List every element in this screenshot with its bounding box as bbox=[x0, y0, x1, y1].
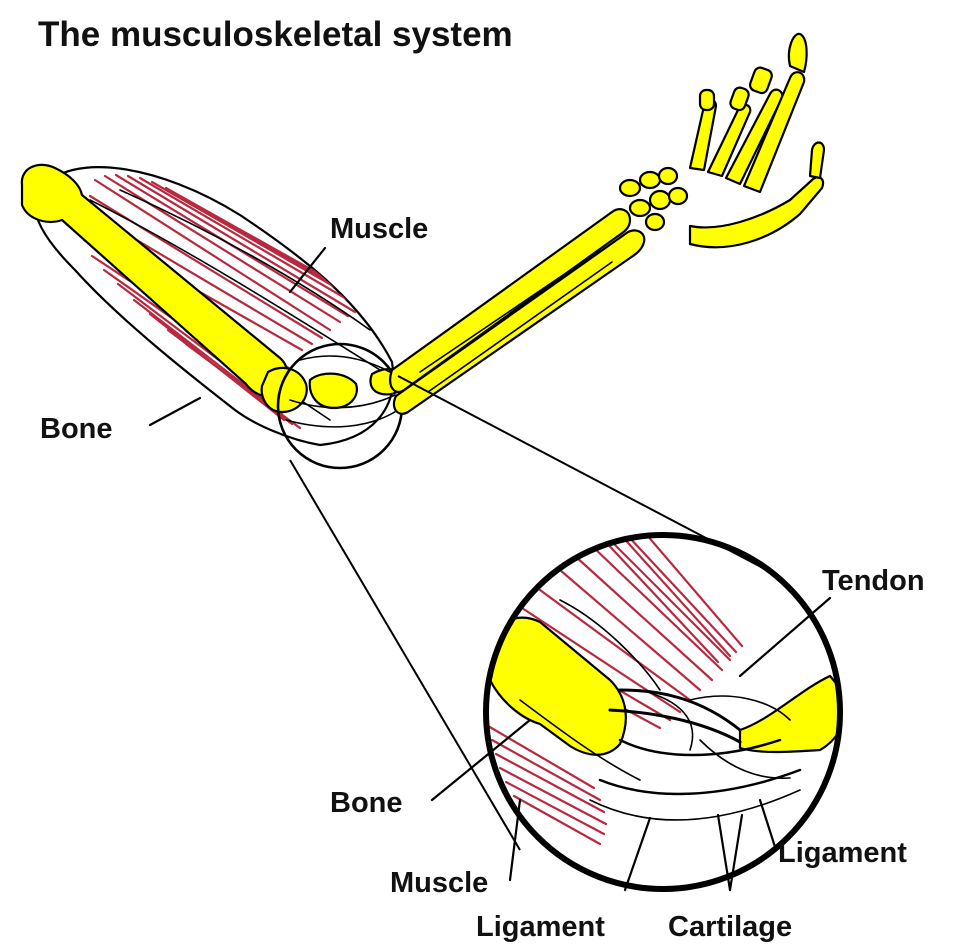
joint-detail-view bbox=[486, 534, 850, 889]
ulna-bone bbox=[394, 230, 644, 413]
leader-ligament-bottom bbox=[625, 818, 650, 890]
detail-bone-right bbox=[740, 676, 850, 752]
leader-ligament-right bbox=[760, 800, 776, 850]
leader-tendon bbox=[740, 598, 830, 676]
label-arm-bone: Bone bbox=[40, 413, 113, 445]
label-arm-muscle: Muscle bbox=[330, 213, 428, 245]
label-detail-muscle: Muscle bbox=[390, 867, 488, 899]
diagram-title: The musculoskeletal system bbox=[38, 15, 513, 54]
leader-cartilage-b bbox=[730, 815, 742, 890]
label-detail-bone: Bone bbox=[330, 787, 403, 819]
zoom-connector-lines bbox=[290, 376, 780, 850]
label-cartilage: Cartilage bbox=[668, 911, 792, 943]
label-tendon: Tendon bbox=[822, 565, 925, 597]
label-ligament-right: Ligament bbox=[778, 837, 907, 869]
finger-bones bbox=[690, 34, 824, 247]
label-ligament-bottom: Ligament bbox=[476, 911, 605, 943]
leader-arm-bone bbox=[150, 398, 200, 425]
hand bbox=[620, 34, 824, 247]
